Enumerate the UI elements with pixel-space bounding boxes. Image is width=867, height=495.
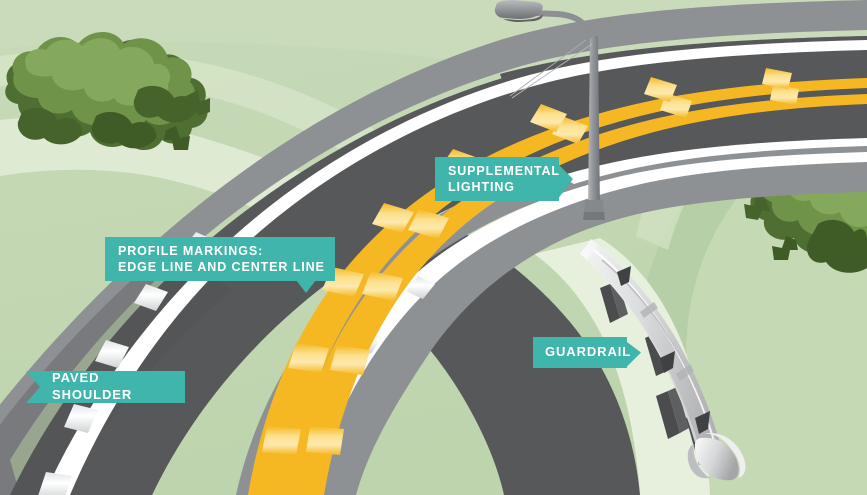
guardrail-terminal-lip: [702, 432, 746, 478]
light-pole-base: [584, 200, 604, 214]
edge-line-upper-right: [560, 138, 867, 184]
callout-guardrail[interactable]: GUARDRAIL: [533, 337, 641, 368]
guardrail-post-caps: [617, 266, 710, 434]
guardrail: [580, 239, 746, 481]
light-pole-shaft: [588, 36, 600, 212]
street-light: [494, 0, 605, 220]
callout-profile-markings-pointer: [296, 280, 316, 293]
callout-guardrail-label: GUARDRAIL: [545, 344, 632, 360]
guardrail-terminal-shadow: [687, 444, 710, 479]
light-mast-arm: [534, 10, 592, 38]
light-support-wire-b: [511, 43, 593, 99]
guardrail-rail-face: [586, 246, 726, 472]
callout-paved-shoulder-label: PAVED SHOULDER: [52, 370, 133, 402]
guardrail-rail-top: [580, 239, 718, 462]
callout-supplemental-lighting-label: SUPPLEMENTAL LIGHTING: [448, 164, 560, 194]
luminaire-housing: [494, 0, 543, 19]
guardrail-end-terminal: [694, 437, 739, 481]
callout-profile-markings[interactable]: PROFILE MARKINGS: EDGE LINE AND CENTER L…: [105, 237, 335, 281]
tree-cluster-left: [5, 32, 210, 151]
callout-paved-shoulder[interactable]: PAVED SHOULDER: [26, 371, 185, 403]
edge-line-profile-segments: [38, 232, 216, 495]
luminaire-lens: [498, 14, 543, 22]
guardrail-beam-crease-lower: [601, 259, 725, 473]
callout-profile-markings-label: PROFILE MARKINGS: EDGE LINE AND CENTER L…: [118, 244, 325, 274]
light-support-wire-a: [509, 39, 587, 97]
callout-supplemental-lighting[interactable]: SUPPLEMENTAL LIGHTING: [435, 157, 573, 201]
